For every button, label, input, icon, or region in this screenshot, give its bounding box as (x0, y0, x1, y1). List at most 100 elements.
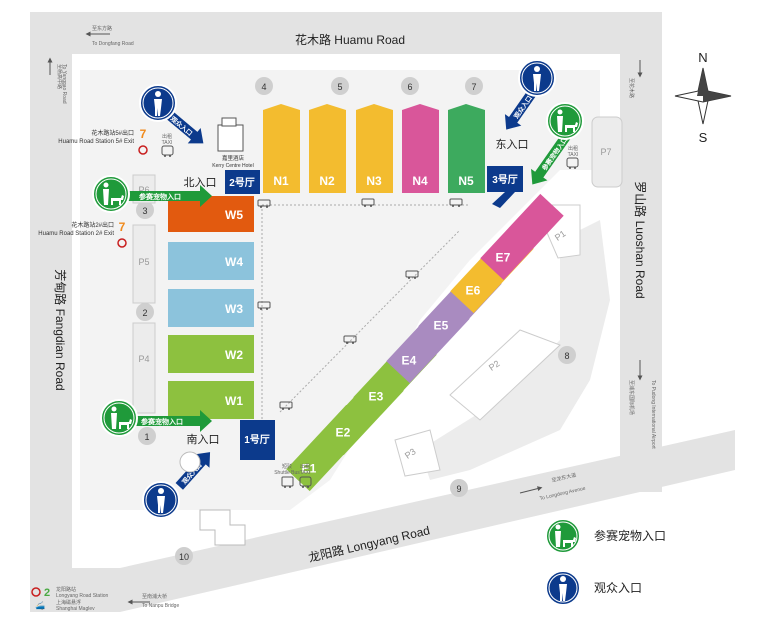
dog-icon (563, 537, 576, 547)
gate-marker-6: 6 (401, 77, 419, 95)
svg-text:E7: E7 (496, 250, 511, 264)
parking-areas: P6 P5 P4 P7 P1 P2 P3 (132, 116, 623, 477)
svg-text:W3: W3 (225, 302, 243, 316)
lobby-1[interactable]: 1号厅 (240, 420, 275, 460)
hall-n1[interactable]: N1 (263, 104, 300, 193)
svg-text:N2: N2 (319, 174, 335, 188)
parking-p3 (394, 429, 441, 477)
person-body-icon (111, 413, 117, 429)
huamu-road-label: 花木路 Huamu Road (295, 32, 405, 47)
lobby-3[interactable]: 3号厅 (487, 166, 523, 192)
svg-text:1: 1 (144, 432, 149, 442)
svg-text:参赛宠物入口: 参赛宠物入口 (139, 192, 181, 201)
metro-longyang-cn: 龙阳路站 (56, 586, 76, 593)
compass-north: N (698, 50, 707, 65)
svg-text:E6: E6 (466, 283, 481, 297)
maglev-en: Shanghai Maglev (56, 606, 95, 612)
gate-marker-7: 7 (465, 77, 483, 95)
taxi-icon (566, 157, 579, 169)
luoshan-road-label: 罗山路 Luoshan Road (633, 181, 648, 298)
svg-text:W1: W1 (225, 394, 243, 408)
pet-badge-north[interactable] (92, 175, 130, 213)
lobby-2[interactable]: 2号厅 (225, 170, 260, 194)
hall-e7[interactable]: E7 (480, 193, 564, 281)
person-icon (557, 109, 563, 115)
gate-marker-4: 4 (255, 77, 273, 95)
hall-w3[interactable]: W3 (168, 289, 254, 327)
pet-entrance-south-arrow[interactable]: 参赛宠物入口 (128, 410, 212, 432)
svg-text:9: 9 (456, 484, 461, 494)
svg-text:E4: E4 (402, 353, 417, 367)
metro-exit5-en: Huamu Road Station 5# Exit (58, 139, 134, 145)
visitor-badge-east[interactable] (518, 59, 556, 97)
huamu-road (30, 12, 660, 54)
svg-text:1号厅: 1号厅 (244, 434, 270, 446)
taxi-label-north-en: TAXI (162, 140, 173, 146)
taxi-label-south: 出租 (300, 463, 310, 470)
parking-p7 (591, 116, 623, 188)
to-nanpu-en-label: To Nanpu Bridge (142, 603, 179, 609)
bus-icon (281, 476, 294, 488)
to-dongfang-label: 至东方路 (92, 25, 112, 32)
visitor-badge-north[interactable] (139, 84, 177, 122)
to-huamu-label: 至花木路 (628, 78, 635, 98)
hall-w4[interactable]: W4 (168, 242, 254, 280)
gate-marker-10: 10 (175, 547, 193, 565)
svg-text:E3: E3 (369, 389, 384, 403)
person-body-icon (533, 74, 541, 91)
bus-icon (257, 199, 271, 208)
east-entrance-label: 东入口 (496, 138, 529, 151)
metro-logo-icon (138, 145, 148, 155)
shuttle-route-east (279, 229, 461, 413)
metro-exit2-cn: 花木路站2#出口 (71, 221, 114, 229)
pet-entrance-north-arrow[interactable]: 参赛宠物入口 (125, 185, 212, 207)
compass-south: S (699, 130, 708, 145)
person-body-icon (154, 99, 162, 116)
taxi-label-east: 出租 (568, 145, 578, 152)
to-yanggao-label: 至杨高中路 (56, 64, 63, 89)
to-pudong-airport-en-label: To Pudong International Airport (650, 380, 656, 449)
hall-n3[interactable]: N3 (356, 104, 393, 193)
taxi-icon (161, 145, 174, 157)
person-icon (111, 406, 117, 412)
person-body-icon (103, 189, 109, 205)
svg-text:5: 5 (337, 82, 342, 92)
to-dongfang-en-label: To Dongfang Road (92, 41, 134, 47)
pet-badge-east[interactable] (546, 102, 584, 140)
person-icon (103, 182, 109, 188)
legend-visitor-entrance: 观众入口 (545, 570, 642, 606)
svg-text:W4: W4 (225, 255, 243, 269)
hall-n5[interactable]: N5 (448, 104, 485, 193)
svg-text:4: 4 (261, 82, 266, 92)
person-body-icon (557, 116, 563, 132)
compass-star-top-half (697, 68, 709, 96)
gate-marker-9: 9 (450, 479, 468, 497)
svg-text:N1: N1 (273, 174, 289, 188)
metro-logo-icon-2 (117, 238, 127, 248)
compass: N S (674, 50, 732, 145)
gate-marker-8: 8 (558, 346, 576, 364)
halls-west: W5 W4 W3 W2 W1 (168, 196, 254, 419)
person-icon (155, 91, 161, 97)
svg-text:6: 6 (407, 82, 412, 92)
pet-badge-south[interactable] (100, 399, 138, 437)
hall-w5[interactable]: W5 (168, 196, 254, 232)
bus-icon (449, 198, 463, 207)
hall-n2[interactable]: N2 (309, 104, 346, 193)
parking-p5-label: P5 (138, 257, 149, 267)
bus-icon (279, 401, 293, 410)
hall-n4[interactable]: N4 (402, 104, 439, 193)
metro-line2-icon: 2 (44, 587, 50, 599)
metro-exit2-en: Huamu Road Station 2# Exit (38, 231, 114, 237)
longyang-road (30, 430, 735, 612)
svg-text:W2: W2 (225, 348, 243, 362)
dog-icon (565, 122, 578, 132)
hall-w2[interactable]: W2 (168, 335, 254, 373)
gate-marker-1: 1 (138, 427, 156, 445)
shuttle-label-en: Shuttle Bus (274, 470, 300, 476)
visitor-badge-south[interactable] (142, 481, 180, 519)
person-body-icon (157, 496, 165, 513)
parking-p4 (132, 322, 156, 414)
hall-w1[interactable]: W1 (168, 381, 254, 419)
parking-p5 (132, 224, 156, 304)
